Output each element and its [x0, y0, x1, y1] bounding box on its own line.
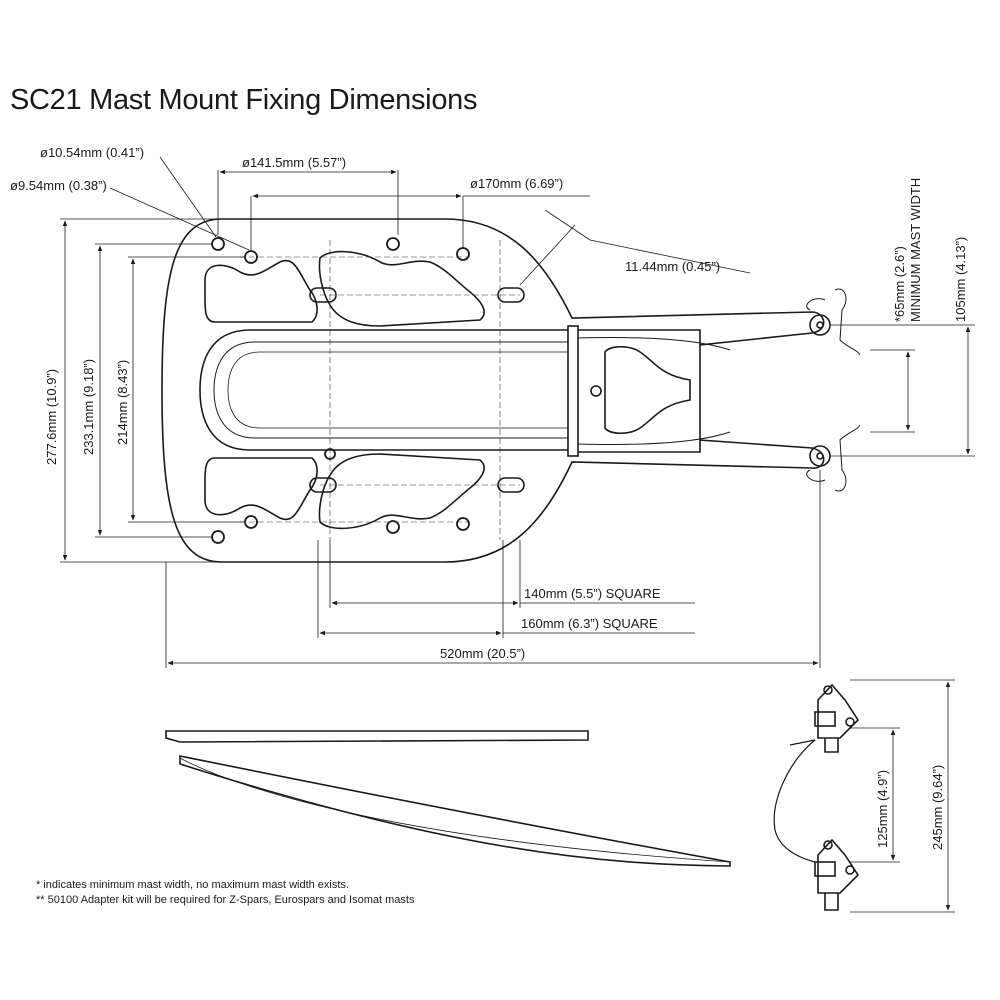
construction-lines: [240, 240, 520, 540]
min-mast-width-label: *65mm (2.6”): [892, 246, 907, 322]
bracket-top: [814, 683, 860, 753]
u-channel: [199, 329, 568, 451]
bolt-circle-1-label: ø141.5mm (5.57”): [242, 155, 346, 170]
center-hole: [590, 385, 602, 397]
side-plate: [165, 730, 589, 743]
hole-span-2-label: 214mm (8.43”): [115, 360, 130, 445]
center-block: [567, 325, 579, 457]
pin-hole-label: 11.44mm (0.45”): [625, 259, 720, 274]
slot: [309, 287, 337, 303]
mounting-holes: [211, 237, 470, 544]
slot: [309, 477, 337, 493]
hole-span-1-label: 233.1mm (9.18”): [81, 359, 96, 455]
bracket-bottom: [814, 838, 860, 911]
footnote: * indicates minimum mast width, no maxim…: [36, 879, 349, 891]
hole-small-label: ø9.54mm (0.38”): [10, 178, 107, 193]
square-140-label: 140mm (5.5”) SQUARE: [524, 586, 661, 601]
pivot-pin-bottom: [809, 445, 831, 467]
side-view: [165, 683, 860, 911]
slot: [497, 477, 525, 493]
overall-width-label: 277.6mm (10.9”): [44, 369, 59, 465]
side-height-2-label: 245mm (9.64”): [930, 765, 945, 850]
pivot-pin-top: [809, 314, 831, 336]
arm-spacing-label: 105mm (4.13”): [953, 237, 968, 322]
side-web: [179, 755, 731, 867]
min-mast-width-caption: MINIMUM MAST WIDTH: [908, 178, 923, 322]
side-dimension-lines: [850, 679, 955, 913]
top-view: [161, 218, 861, 563]
bolt-circle-2-label: ø170mm (6.69”): [470, 176, 563, 191]
upper-cutout: [204, 259, 318, 323]
hole-large-label: ø10.54mm (0.41”): [40, 145, 144, 160]
slot: [497, 287, 525, 303]
footnote: ** 50100 Adapter kit will be required fo…: [36, 894, 415, 906]
base-plate-outline: [161, 218, 825, 563]
footnotes: * indicates minimum mast width, no maxim…: [36, 878, 414, 908]
dimension-lines: [60, 156, 975, 668]
lower-cutout: [204, 457, 318, 521]
overall-length-label: 520mm (20.5”): [440, 646, 525, 661]
square-160-label: 160mm (6.3”) SQUARE: [521, 616, 658, 631]
page-title: SC21 Mast Mount Fixing Dimensions: [10, 84, 478, 116]
side-height-1-label: 125mm (4.9”): [875, 770, 890, 848]
